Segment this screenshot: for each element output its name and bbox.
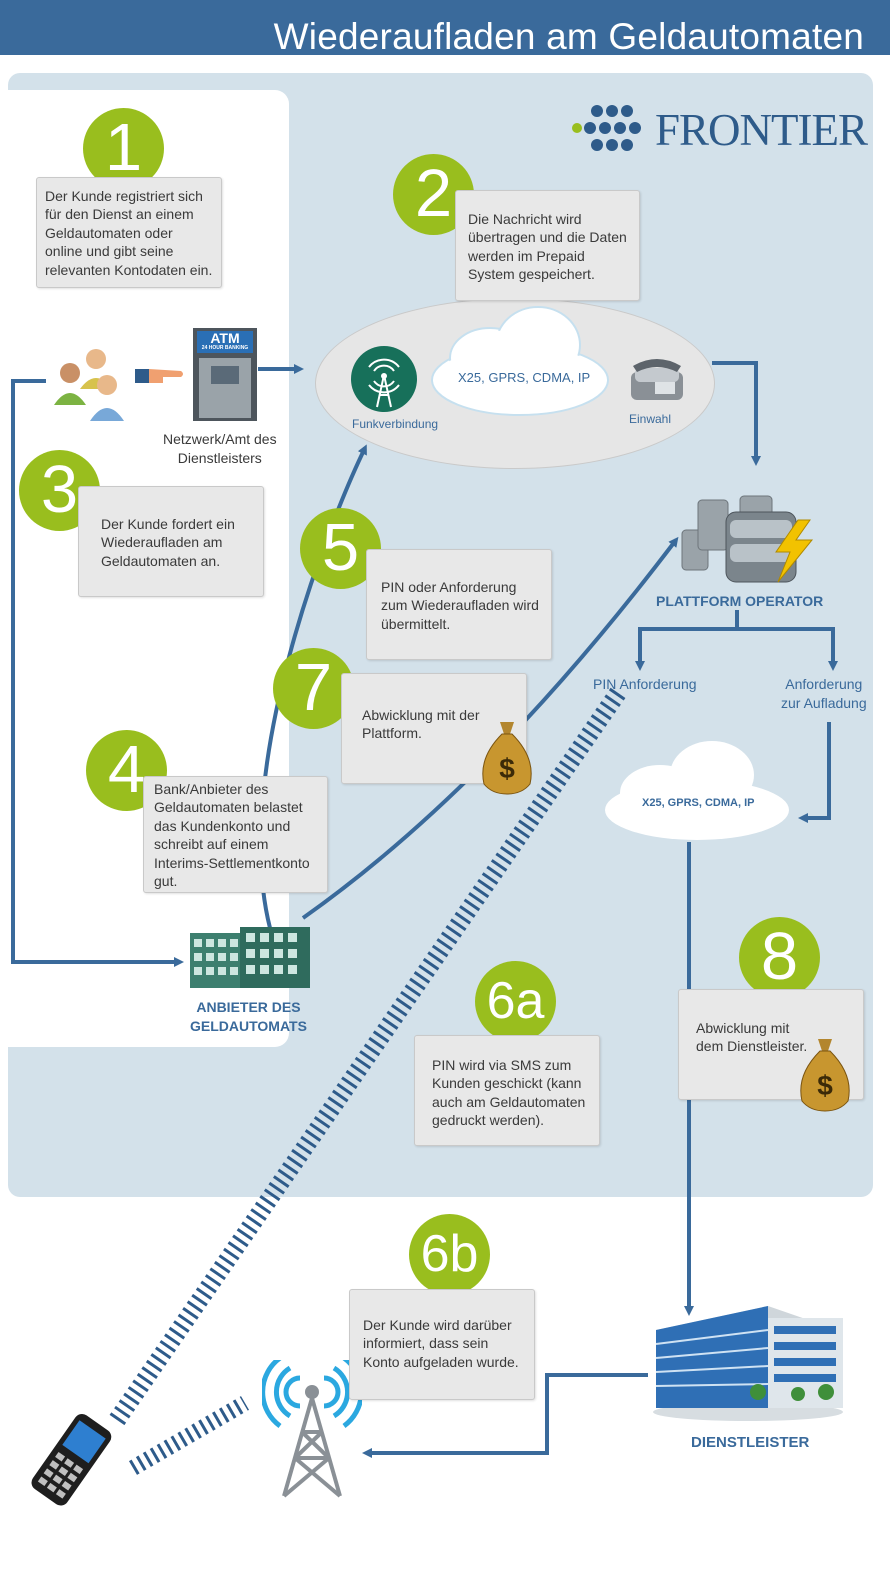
signal-beam: [109, 684, 628, 1426]
title-bar: [0, 0, 890, 55]
radio-tower-icon: [351, 346, 417, 412]
cloud-icon: [431, 306, 609, 416]
cloud-icon-right: [605, 741, 789, 840]
telephone-icon: [631, 359, 683, 400]
signal-beam-small: [128, 1396, 250, 1475]
step-1-number: 1: [83, 108, 164, 189]
logo-dots-icon: [572, 105, 641, 151]
step-7-number: 7: [273, 648, 354, 729]
atm-sign-text: ATM: [210, 330, 240, 346]
step-2-box: Die Nachricht wird übertragen und die Da…: [455, 190, 640, 301]
cloud-right-label: X25, GPRS, CDMA, IP: [642, 797, 755, 809]
atm-provider-label: ANBIETER DES GELDAUTOMATS: [190, 999, 307, 1034]
database-server-icon: [681, 495, 814, 583]
step-3-box: Der Kunde fordert ein Wiederaufladen am …: [78, 486, 264, 597]
users-icon: [54, 349, 124, 421]
platform-operator-label: PLATTFORM OPERATOR: [656, 593, 824, 609]
page-title: Wiederaufladen am Geldautomaten: [273, 16, 864, 57]
cell-tower-icon: [262, 1360, 362, 1498]
money-bag-symbol: $: [499, 753, 515, 784]
atm-icon: ATM 24 HOUR BANKING: [193, 328, 257, 421]
step-5-box: PIN oder Anforderung zum Wiederaufladen …: [366, 549, 552, 660]
service-provider-label: DIENSTLEISTER: [691, 1434, 810, 1451]
step-6b-box: Der Kunde wird darüber informiert, dass …: [349, 1289, 535, 1400]
money-bag-icon: $: [482, 722, 532, 795]
service-provider-building-icon: [653, 1306, 843, 1421]
atm-subtext: 24 HOUR BANKING: [201, 345, 249, 351]
money-bag-icon: $: [800, 1039, 850, 1112]
step-6b-number: 6b: [409, 1214, 490, 1295]
frontier-logo: FRONTIER: [566, 100, 868, 162]
money-bag-symbol: $: [817, 1070, 833, 1101]
step-6a-box: PIN wird via SMS zum Kunden geschickt (k…: [414, 1035, 600, 1146]
step-4-box: Bank/Anbieter des Geldautomaten belastet…: [143, 776, 328, 893]
step-8-number: 8: [739, 917, 820, 998]
step-1-box: Der Kunde registriert sich für den Diens…: [36, 177, 222, 288]
step-6a-number: 6a: [475, 961, 556, 1042]
network-provider-label: Netzwerk/Amt des Dienstleisters: [163, 431, 277, 466]
pointing-hand-icon: [135, 369, 183, 383]
dial-in-label: Einwahl: [629, 412, 672, 426]
radio-link-label: Funkverbindung: [352, 417, 439, 431]
office-building-icon: [190, 927, 310, 988]
mobile-phone-icon: [31, 1413, 112, 1506]
cloud-top-label: X25, GPRS, CDMA, IP: [458, 370, 591, 385]
recharge-request-label: Anforderung zur Aufladung: [781, 676, 867, 711]
pin-request-label: PIN Anforderung: [593, 676, 697, 692]
logo-text: FRONTIER: [655, 105, 868, 155]
